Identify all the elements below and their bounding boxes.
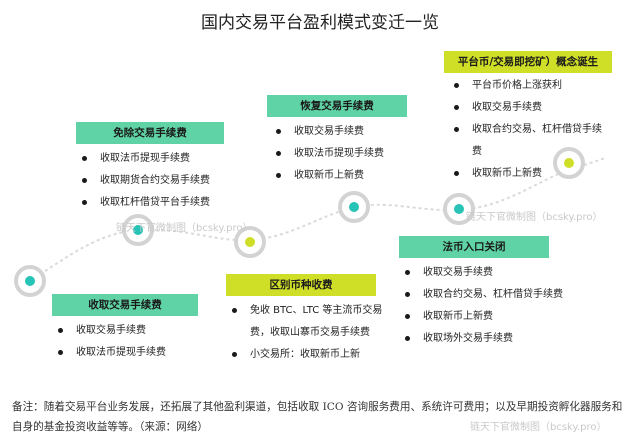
stage5-item: 收取新币上新费 <box>399 306 569 328</box>
page-title: 国内交易平台盈利模式变迁一览 <box>201 13 439 33</box>
timeline-node-2 <box>122 214 154 246</box>
stage5-item: 收取交易手续费 <box>399 262 569 284</box>
stage3-item: 免收 BTC、LTC 等主流币交易费，收取山寨币交易手续费 <box>226 300 396 344</box>
timeline-node-6 <box>553 147 585 179</box>
stage5-item: 收取场外交易手续费 <box>399 328 569 350</box>
stage5-header: 法币入口关闭 <box>399 236 549 258</box>
stage1-item: 收取法币提现手续费 <box>52 342 232 364</box>
stage1-item: 收取交易手续费 <box>52 320 232 342</box>
stage5-item: 收取合约交易、杠杆借贷手续费 <box>399 284 569 306</box>
stage6-item: 平台币价格上涨获利 <box>448 75 608 97</box>
stage4-header: 恢复交易手续费 <box>267 95 407 117</box>
stage3-header: 区别币种收费 <box>226 274 376 296</box>
stage4-item: 收取法币提现手续费 <box>270 143 430 165</box>
timeline-node-4 <box>338 191 370 223</box>
stage3-list: 免收 BTC、LTC 等主流币交易费，收取山寨币交易手续费 小交易所：收取新币上… <box>226 300 396 366</box>
timeline-node-1 <box>14 265 46 297</box>
stage2-item: 收取杠杆借贷平台手续费 <box>76 192 266 214</box>
stage4-item: 收取新币上新费 <box>270 165 430 187</box>
stage2-list: 收取法币提现手续费 收取期货合约交易手续费 收取杠杆借贷平台手续费 <box>76 148 266 214</box>
watermark: 链天下官微制图（bcsky.pro） <box>470 422 607 433</box>
footnote: 备注：随着交易平台业务发展，还拓展了其他盈利渠道，包括收取 ICO 咨询服务费用… <box>12 401 623 433</box>
stage6-list: 平台币价格上涨获利 收取交易手续费 收取合约交易、杠杆借贷手续费 收取新币上新费 <box>448 75 608 185</box>
stage1-list: 收取交易手续费 收取法币提现手续费 <box>52 320 232 364</box>
timeline-node-5 <box>443 193 475 225</box>
timeline-node-3 <box>234 226 266 258</box>
stage6-item: 收取交易手续费 <box>448 97 608 119</box>
stage2-item: 收取期货合约交易手续费 <box>76 170 266 192</box>
stage3-item: 小交易所：收取新币上新 <box>226 344 396 366</box>
stage6-header: 平台币/交易即挖矿）概念诞生 <box>444 51 612 73</box>
watermark: 链天下官微制图（bcsky.pro） <box>116 223 253 234</box>
stage5-list: 收取交易手续费 收取合约交易、杠杆借贷手续费 收取新币上新费 收取场外交易手续费 <box>399 262 569 350</box>
stage1-header: 收取交易手续费 <box>52 294 198 316</box>
watermark: 链天下官微制图（bcsky.pro） <box>466 212 603 223</box>
stage6-item: 收取合约交易、杠杆借贷手续费 <box>448 119 608 163</box>
stage2-header: 免除交易手续费 <box>76 122 224 144</box>
stage6-item: 收取新币上新费 <box>448 163 608 185</box>
stage4-item: 收取交易手续费 <box>270 121 430 143</box>
stage4-list: 收取交易手续费 收取法币提现手续费 收取新币上新费 <box>270 121 430 187</box>
stage2-item: 收取法币提现手续费 <box>76 148 266 170</box>
